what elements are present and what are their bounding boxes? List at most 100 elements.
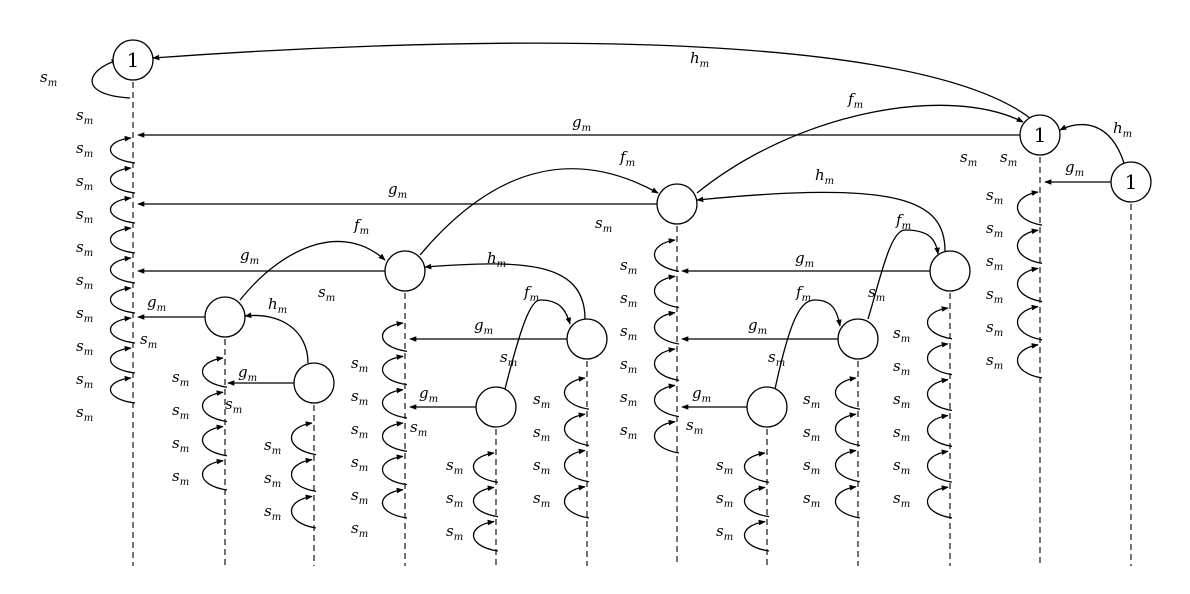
s-label: sm: [803, 390, 820, 411]
tree-node: [293, 362, 335, 404]
s-loop-edge: [743, 485, 770, 518]
s-label: sm: [410, 418, 427, 439]
s-loop-edge: [1016, 190, 1043, 226]
h-label: hm: [268, 295, 287, 316]
s-label: sm: [620, 256, 637, 277]
s-loop-edge: [290, 457, 317, 492]
s-loop-edge: [109, 225, 136, 254]
s-label: sm: [595, 214, 612, 235]
f-label: fm: [895, 211, 911, 232]
s-loop-edge: [653, 274, 680, 309]
h-edge: [424, 263, 586, 320]
edges: [137, 42, 1125, 410]
h-label: hm: [1113, 119, 1132, 140]
s-label: sm: [225, 395, 242, 416]
s-loop-edge: [834, 376, 861, 410]
s-loop-edge: [109, 345, 136, 374]
s-label: sm: [716, 522, 733, 543]
f-label: fm: [619, 148, 635, 169]
s-label: sm: [533, 390, 550, 411]
s-label: sm: [686, 416, 703, 437]
s-label: sm: [76, 337, 93, 358]
s-label: sm: [264, 436, 281, 457]
s-label: sm: [960, 148, 977, 169]
s-loop-edge: [926, 306, 953, 340]
s-loop-edge: [653, 419, 680, 454]
s-loop-edge: [834, 484, 861, 519]
s-loop-edge: [926, 449, 953, 483]
s-loop-edge: [926, 377, 953, 412]
s-label: sm: [868, 283, 885, 304]
s-loop-edge: [1016, 343, 1043, 379]
s-label: sm: [351, 420, 368, 441]
s-label: sm: [533, 423, 550, 444]
s-label: sm: [620, 322, 637, 343]
s-loop-edge: [109, 195, 136, 224]
s-label: sm: [803, 423, 820, 444]
s-loop-edge: [109, 135, 136, 164]
s-label: sm: [986, 351, 1003, 372]
s-loop-edge: [109, 165, 136, 194]
s-label: sm: [446, 522, 463, 543]
s-label: sm: [533, 489, 550, 510]
tree-node: 1: [112, 39, 154, 81]
h-edge: [696, 191, 946, 252]
s-loop-edge: [653, 347, 680, 381]
s-label: sm: [351, 486, 368, 507]
f-label: fm: [523, 283, 539, 304]
s-loop-edge: [653, 383, 680, 418]
s-label: sm: [620, 289, 637, 310]
h-label: hm: [815, 166, 834, 187]
s-loop-edge: [381, 487, 408, 519]
h-edge: [1059, 123, 1125, 164]
s-label: sm: [351, 387, 368, 408]
s-loop-edge: [201, 458, 228, 491]
s-loop-edge: [201, 390, 228, 423]
h-edge: [244, 312, 309, 364]
s-label: sm: [446, 456, 463, 477]
dashed-lifelines: [132, 82, 1132, 566]
g-label: gm: [238, 363, 257, 384]
tree-node: [837, 318, 879, 360]
s-loop-edge: [381, 387, 408, 419]
s-label: sm: [76, 370, 93, 391]
h-edge: [152, 42, 1031, 119]
f-label: fm: [353, 216, 369, 237]
s-loop-edge: [381, 421, 408, 452]
node-label: 1: [1034, 123, 1047, 147]
f-edge: [696, 104, 1024, 194]
g-label: gm: [748, 316, 767, 337]
s-loop-edge: [653, 238, 680, 272]
f-label: fm: [847, 90, 863, 111]
s-label: sm: [351, 453, 368, 474]
tree-node: [384, 250, 426, 292]
s-label: sm: [172, 401, 189, 422]
h-label: hm: [690, 49, 709, 70]
nodes: 1 1 1: [112, 39, 1152, 428]
s-label: sm: [40, 68, 57, 89]
s-label: sm: [76, 139, 93, 160]
s-loop-edge: [563, 376, 590, 410]
s-loop-edge: [743, 519, 770, 552]
s-label: sm: [716, 489, 733, 510]
s-label: sm: [318, 283, 335, 304]
g-label: gm: [1065, 158, 1084, 179]
s-label: sm: [172, 434, 189, 455]
s-loop-edge: [834, 412, 861, 447]
g-label: gm: [692, 384, 711, 405]
s-loop-edge: [926, 341, 953, 376]
s-label: sm: [76, 205, 93, 226]
s-loop-edge: [290, 494, 317, 529]
s-label: sm: [986, 318, 1003, 339]
s-loop-edge: [472, 485, 499, 518]
g-label: gm: [474, 316, 493, 337]
s-label: sm: [500, 348, 517, 369]
s-label: sm: [1000, 148, 1017, 169]
tree-node: 1: [1110, 161, 1152, 203]
tree-node: [204, 296, 246, 338]
f-label: fm: [795, 283, 811, 304]
s-label: sm: [893, 390, 910, 411]
g-label: gm: [572, 113, 591, 134]
g-label: gm: [147, 293, 166, 314]
